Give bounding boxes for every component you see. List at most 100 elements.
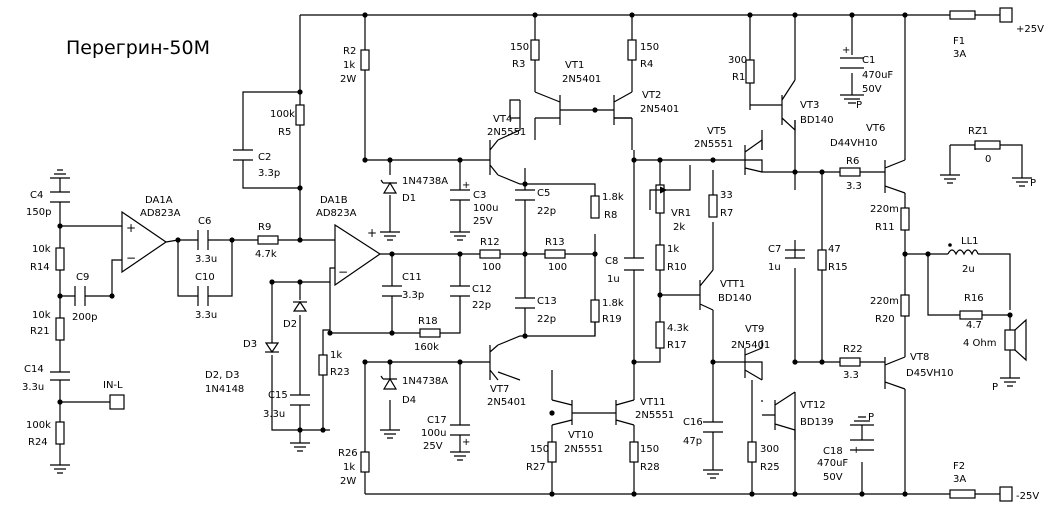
label-vt3: VT3 [800,100,819,111]
label-c11-val: 3.3p [402,290,424,301]
schematic-title: Перегрин-50М [66,37,210,59]
label-r14: R14 [30,262,50,273]
label-d1-part: 1N4738A [402,176,448,187]
label-c12: C12 [472,284,492,295]
label-r21: R21 [30,326,50,337]
label-vneg: -25V [1016,491,1039,502]
label-c5-val: 22p [537,206,556,217]
label-p-c18: P [868,412,874,423]
label-r10-val: 1k [667,244,679,255]
label-vt2: VT2 [642,90,661,101]
label-vt6-part: D44VH10 [830,138,878,149]
label-vt4-part: 2N5551 [487,127,526,138]
label-vt10-part: 2N5551 [564,444,603,455]
label-r18: R18 [418,316,438,327]
label-r1: R1 [732,72,745,83]
label-r22-val: 3.3 [843,370,859,381]
label-c3-v: 25V [473,216,493,227]
svg-text:−: − [338,265,348,279]
label-r25-val: 300 [760,444,779,455]
label-c1-v: 50V [862,84,882,95]
label-vt8-part: D45VH10 [906,368,954,379]
label-vpos: +25V [1016,24,1044,35]
label-d4-part: 1N4738A [402,376,448,387]
opamp-da1a [121,210,179,274]
label-vt11-part: 2N5551 [635,410,674,421]
label-c2: C2 [258,152,271,163]
label-r13-val: 100 [548,262,567,273]
label-c18: C18 [823,446,843,457]
label-vt6: VT6 [866,123,885,134]
label-r9: R9 [258,222,271,233]
label-r11: R11 [875,222,895,233]
resistor-bodies [55,39,1001,473]
label-vt10: VT10 [568,430,594,441]
label-r19: R19 [602,314,622,325]
label-c3-val: 100u [473,203,498,214]
diode-shapes [264,179,398,390]
label-c9: C9 [76,272,89,283]
label-vt4: VT4 [493,114,512,125]
label-r4-val: 150 [640,42,659,53]
label-r27-val: 150 [530,444,549,455]
label-r11-val: 220m [870,204,899,215]
label-c10: C10 [195,272,215,283]
label-r8: R8 [604,210,617,221]
label-r17-val: 4.3k [667,323,689,334]
transistor-symbols [470,79,906,440]
opamp-pins: +− +− [126,221,377,279]
label-r24-val: 100k [26,420,51,431]
svg-text:+: + [842,45,850,56]
label-p-rz1: P [1030,178,1036,189]
label-r4: R4 [640,59,653,70]
label-r3: R3 [512,59,525,70]
label-ll1: LL1 [961,236,979,247]
ground-symbols [50,94,1032,479]
label-c7-val: 1u [768,262,781,273]
label-f1-val: 3A [953,49,966,60]
inductor-ll1 [947,249,979,256]
label-r9-val: 4.7k [255,249,277,260]
label-vt12: VT12 [800,400,826,411]
label-r20-val: 220m [870,296,899,307]
label-c16-val: 47p [683,436,702,447]
label-vt8: VT8 [910,352,929,363]
label-r26-val: 1k [343,462,355,473]
label-r15-val: 47 [828,244,841,255]
label-p-spk: P [992,382,998,393]
label-vr1-val: 2k [673,222,685,233]
label-c15-val: 3.3u [263,409,285,420]
label-d3: D3 [243,339,257,350]
label-da1b-part: AD823A [316,208,357,219]
label-r22: R22 [843,344,863,355]
label-c17-v: 25V [423,441,443,452]
label-da1a: DA1A [145,195,173,206]
label-vtt1: VTT1 [720,279,745,290]
label-c2-val: 3.3p [258,168,280,179]
label-c16: C16 [683,417,703,428]
label-c6: C6 [198,216,211,227]
svg-text:+: + [367,226,377,240]
label-r2: R2 [343,46,356,57]
label-r13: R13 [545,237,565,248]
label-r12: R12 [480,237,500,248]
label-vt3-part: BD140 [800,115,834,126]
label-c13-val: 22p [537,314,556,325]
fuse-bodies [949,10,976,499]
label-vt11: VT11 [640,397,666,408]
label-da1b: DA1B [320,195,348,206]
junctions [57,12,1013,497]
label-c11: C11 [402,272,422,283]
label-r27: R27 [526,462,546,473]
svg-text:+: + [462,437,470,448]
label-c6-val: 3.3u [195,254,217,265]
label-r8-val: 1.8k [602,192,624,203]
label-r6-val: 3.3 [846,181,862,192]
label-r28-val: 150 [640,444,659,455]
label-r21-val: 10k [32,310,51,321]
label-vt7: VT7 [490,384,509,395]
label-c1-val: 470uF [862,70,893,81]
label-r2-pw: 2W [340,74,356,85]
label-vt12-part: BD139 [800,417,834,428]
label-vt1-part: 2N5401 [562,74,601,85]
